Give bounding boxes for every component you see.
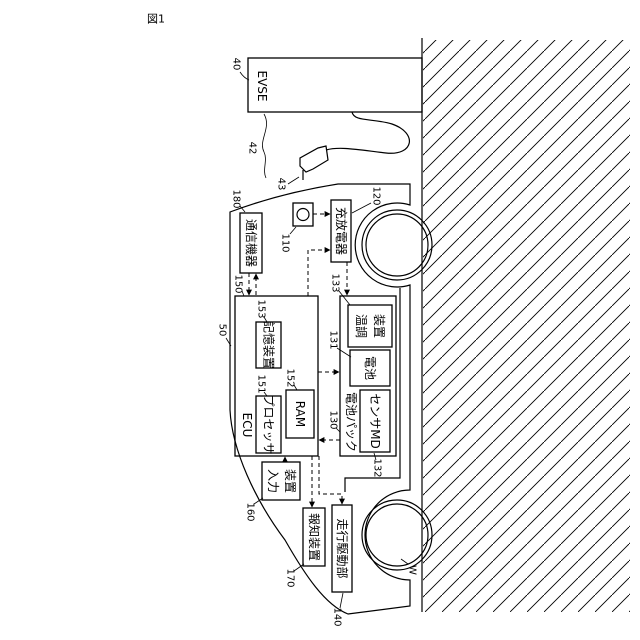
input-device-text-line1: 入力 [266, 469, 280, 493]
ecu-to-charger-line [308, 250, 330, 296]
input-device-text-line2: 装置 [283, 469, 297, 493]
cable-line [326, 112, 409, 153]
temp-control-ref: 133 [330, 273, 341, 292]
battery-text: 電池 [363, 356, 377, 380]
battery-pack-text: 電池パック [344, 392, 358, 452]
notify-device-ref: 170 [285, 568, 296, 587]
notify-device: 報知装置 170 [285, 508, 326, 588]
vehicle-ref: 50 [217, 324, 228, 337]
temp-control-text-line1: 温調 [354, 314, 368, 338]
evse-text: EVSE [255, 71, 269, 102]
ram-ref: 152 [285, 368, 296, 387]
connector: 43 [276, 146, 329, 190]
ground [422, 38, 630, 612]
notify-device-text: 報知装置 [307, 513, 321, 561]
sensor-ref: 132 [372, 458, 383, 477]
wheel-ref: W [407, 565, 418, 575]
processor-ref: 151 [256, 374, 267, 393]
memory-text: 記憶装置 [262, 321, 277, 369]
ecu-to-drive-line [319, 456, 342, 504]
battery-ref-leader [337, 348, 351, 357]
ecu: ECU 150 記憶装置 153 プロセッサ 151 RAM 152 [233, 274, 319, 456]
charger-text: 充放電器 [334, 207, 349, 255]
connector-ref: 43 [276, 178, 287, 191]
comm-device-text: 通信機器 [244, 219, 259, 267]
input-device-ref: 160 [245, 502, 256, 521]
drive-unit-ref: 140 [332, 607, 343, 626]
connector-ref-leader [288, 177, 299, 184]
rear-wheel-rim [366, 214, 428, 276]
evse-box [248, 58, 422, 112]
sensor-text: センサMD [368, 393, 382, 449]
comm-device: 通信機器 180 [231, 189, 263, 273]
charger-ref: 120 [371, 186, 382, 205]
drive-unit-ref-leader [340, 593, 343, 608]
inlet-socket-icon [297, 209, 309, 221]
evse-ref: 40 [231, 58, 242, 71]
inlet-box [293, 203, 313, 226]
ground-hatching [423, 40, 630, 612]
memory-ref: 153 [256, 299, 267, 318]
ecu-ref: 150 [233, 274, 244, 293]
cable-ref: 42 [247, 142, 258, 155]
drive-unit-text: 走行駆動部 [335, 518, 350, 578]
comm-device-ref: 180 [231, 189, 242, 208]
temp-control-text-line2: 装置 [372, 314, 386, 338]
connector-body [300, 146, 328, 172]
inlet-ref-leader [290, 227, 296, 234]
battery-pack-ref: 130 [328, 410, 339, 429]
battery-pack: 電池パック 130 温調 装置 133 電池 131 センサMD 132 [328, 273, 397, 477]
front-wheel-rim [366, 504, 428, 566]
processor-text: プロセッサ [262, 394, 276, 454]
wheel-ref-leader [401, 559, 408, 564]
ecu-text: ECU [240, 413, 254, 438]
cable-ref-bracket [262, 114, 266, 178]
evse: EVSE 40 [231, 58, 423, 112]
input-device: 入力 装置 160 [245, 462, 301, 522]
drive-unit: 走行駆動部 140 [332, 505, 353, 627]
figure-label: 図1 [147, 13, 165, 26]
charger-ref-leader [352, 203, 371, 213]
inlet-ref: 110 [280, 233, 291, 252]
inlet: 110 [280, 203, 314, 253]
battery-ref: 131 [328, 330, 339, 349]
ram-text: RAM [293, 401, 307, 427]
charging-cable: 42 [247, 112, 410, 178]
